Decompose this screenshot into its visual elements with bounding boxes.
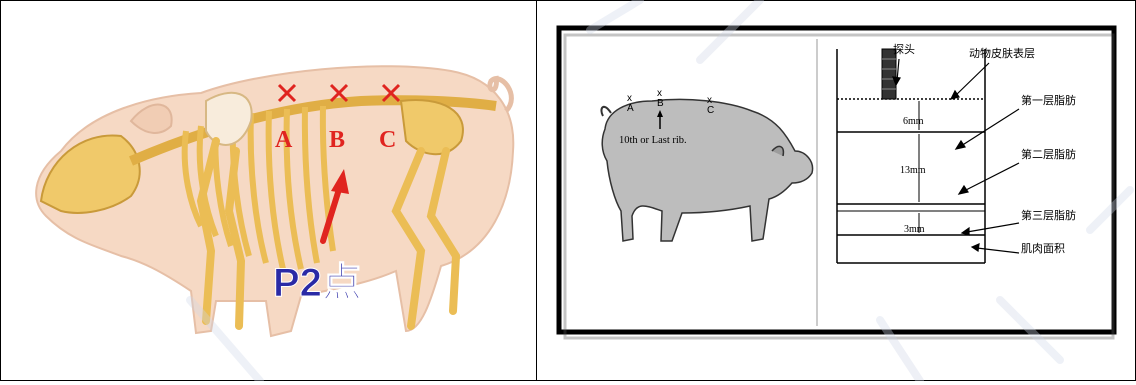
pig-mark-b: B xyxy=(657,98,664,109)
point-b-label: B xyxy=(329,127,345,153)
pig-skeleton-illustration: A B C P2点 xyxy=(1,1,536,380)
measure-13mm: 13mm xyxy=(900,165,926,176)
backfat-diagram: x A x B x C 10th or Last rib. xyxy=(537,1,1135,380)
point-a-label: A xyxy=(275,127,293,153)
pig-skull xyxy=(41,135,140,212)
label-probe: 探头 xyxy=(893,43,915,56)
label-muscle: 肌肉面积 xyxy=(1021,242,1065,255)
point-c-label: C xyxy=(379,127,396,153)
measure-3mm: 3mm xyxy=(904,224,925,235)
probe-icon xyxy=(882,49,896,99)
pig-mark-a: A xyxy=(627,103,634,114)
label-fat2: 第二层脂肪 xyxy=(1021,147,1076,161)
measure-6mm: 6mm xyxy=(903,116,924,127)
label-fat3: 第三层脂肪 xyxy=(1021,208,1076,222)
label-skin: 动物皮肤表层 xyxy=(969,46,1035,60)
pig-mark-c: C xyxy=(707,105,714,116)
right-cell: x A x B x C 10th or Last rib. xyxy=(536,0,1136,381)
rib-label: 10th or Last rib. xyxy=(619,135,687,146)
p2-label: P2点 xyxy=(273,261,362,305)
label-fat1: 第一层脂肪 xyxy=(1021,93,1076,107)
left-cell: A B C P2点 xyxy=(0,0,537,381)
